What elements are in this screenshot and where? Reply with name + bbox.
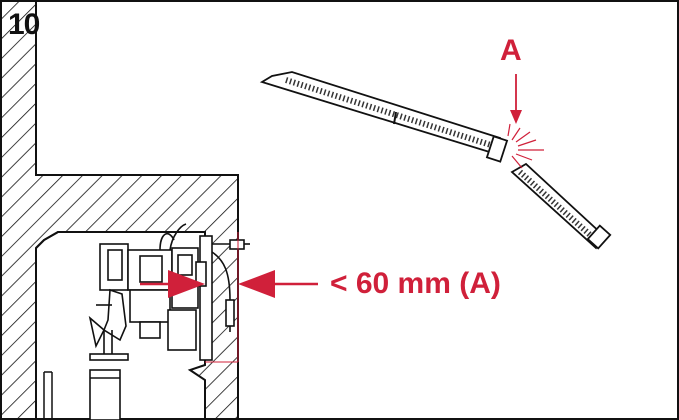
measurement-label: < 60 mm (A): [330, 267, 501, 300]
measurement-arrows: [140, 270, 318, 298]
callout-arrow-a: [510, 74, 522, 124]
break-sparks-icon: [507, 123, 544, 169]
callout-label-a: A: [500, 34, 522, 67]
step-number: 10: [8, 8, 40, 41]
broken-rod-lower: [510, 162, 612, 250]
broken-rod-upper: [259, 71, 509, 163]
cabinet-wall-section: [0, 0, 239, 420]
